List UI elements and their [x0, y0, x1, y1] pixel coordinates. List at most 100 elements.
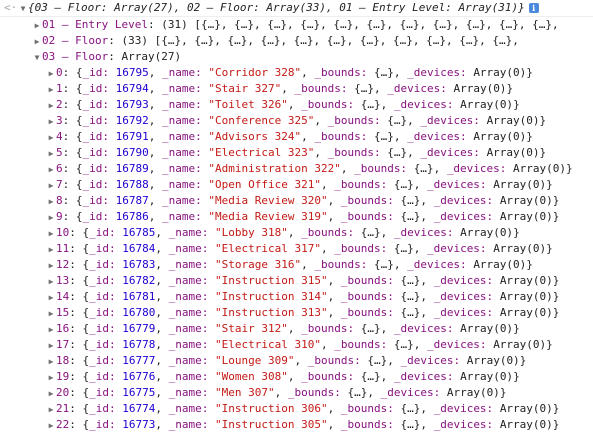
id-value: 16793: [115, 98, 149, 111]
devices-key: _devices:: [426, 338, 487, 351]
expand-triangle-right-icon[interactable]: ▶: [48, 421, 54, 430]
expand-triangle-down-icon[interactable]: ▼: [34, 53, 40, 62]
expand-triangle-right-icon[interactable]: ▶: [48, 117, 54, 126]
list-item-9[interactable]: ▶9: {_id: 16786, _name: "Media Review 31…: [0, 209, 593, 225]
list-item-0[interactable]: ▶0: {_id: 16795, _name: "Corridor 328", …: [0, 65, 593, 81]
list-item-21[interactable]: ▶21: {_id: 16774, _name: "Instruction 30…: [0, 401, 593, 417]
devices-value: Array(0): [486, 114, 540, 127]
id-value: 16776: [122, 370, 156, 383]
expand-triangle-right-icon[interactable]: ▶: [48, 101, 54, 110]
id-key: _id:: [89, 370, 116, 383]
expand-triangle-right-icon[interactable]: ▶: [48, 325, 54, 334]
expand-triangle-right-icon[interactable]: ▶: [48, 69, 54, 78]
name-key: _name:: [168, 290, 209, 303]
name-value: "Women 308": [215, 370, 288, 383]
name-key: _name:: [168, 226, 209, 239]
name-value: "Electrical 323": [208, 146, 315, 159]
name-key: _name:: [162, 210, 202, 223]
bounds-value: {…}: [360, 370, 381, 383]
list-item-5[interactable]: ▶5: {_id: 16790, _name: "Electrical 323"…: [0, 145, 593, 161]
list-item-14[interactable]: ▶14: {_id: 16781, _name: "Instruction 31…: [0, 289, 593, 305]
expand-triangle-right-icon[interactable]: ▶: [48, 197, 54, 206]
expand-triangle-right-icon[interactable]: ▶: [48, 229, 54, 238]
entry-index: 13: [56, 274, 70, 287]
list-item-19[interactable]: ▶19: {_id: 16776, _name: "Women 308", _b…: [0, 369, 593, 385]
expand-triangle-right-icon[interactable]: ▶: [48, 341, 54, 350]
bounds-key: _bounds:: [340, 274, 394, 287]
id-value: 16792: [115, 114, 149, 127]
bounds-value: {…}: [393, 178, 414, 191]
expand-triangle-right-icon[interactable]: ▶: [48, 357, 54, 366]
list-item-10[interactable]: ▶10: {_id: 16785, _name: "Lobby 318", _b…: [0, 225, 593, 241]
name-key: _name:: [168, 322, 209, 335]
expand-triangle-right-icon[interactable]: ▶: [48, 133, 54, 142]
list-item-12[interactable]: ▶12: {_id: 16783, _name: "Storage 316", …: [0, 257, 593, 273]
list-item-20[interactable]: ▶20: {_id: 16775, _name: "Men 307", _bou…: [0, 385, 593, 401]
list-item-4[interactable]: ▶4: {_id: 16791, _name: "Advisors 324", …: [0, 129, 593, 145]
console-result-summary[interactable]: <· ▼{03 – Floor: Array(27), 02 – Floor: …: [0, 0, 593, 17]
list-item-22[interactable]: ▶22: {_id: 16773, _name: "Instruction 30…: [0, 417, 593, 433]
expand-triangle-right-icon[interactable]: ▶: [48, 149, 54, 158]
expand-triangle-down-icon[interactable]: ▼: [20, 4, 26, 13]
entry-index: 20: [56, 386, 70, 399]
expand-triangle-right-icon[interactable]: ▶: [48, 293, 54, 302]
list-item-13[interactable]: ▶13: {_id: 16782, _name: "Instruction 31…: [0, 273, 593, 289]
list-item-8[interactable]: ▶8: {_id: 16787, _name: "Media Review 32…: [0, 193, 593, 209]
bounds-value: {…}: [354, 82, 374, 95]
tree-group-02[interactable]: ▶02 – Floor: (33) [{…}, {…}, {…}, {…}, {…: [0, 33, 593, 49]
name-value: "Corridor 328": [208, 66, 302, 79]
devices-key: _devices:: [433, 274, 494, 287]
devices-key: _devices:: [380, 386, 441, 399]
entry-index: 8: [56, 194, 63, 207]
bounds-key: _bounds:: [334, 338, 388, 351]
list-item-1[interactable]: ▶1: {_id: 16794, _name: "Stair 327", _bo…: [0, 81, 593, 97]
list-item-7[interactable]: ▶7: {_id: 16788, _name: "Open Office 321…: [0, 177, 593, 193]
name-key: _name:: [162, 98, 202, 111]
devices-key: _devices:: [433, 290, 494, 303]
list-item-3[interactable]: ▶3: {_id: 16792, _name: "Conference 325"…: [0, 113, 593, 129]
expand-triangle-right-icon[interactable]: ▶: [48, 309, 54, 318]
expand-triangle-right-icon[interactable]: ▶: [48, 245, 54, 254]
id-key: _id:: [82, 162, 110, 175]
group-key: 03 – Floor: [42, 50, 109, 63]
id-key: _id:: [82, 210, 110, 223]
expand-triangle-right-icon[interactable]: ▶: [48, 405, 54, 414]
expand-triangle-right-icon[interactable]: ▶: [48, 277, 54, 286]
bounds-key: _bounds:: [340, 402, 394, 415]
devices-value: Array(0): [499, 274, 553, 287]
list-item-17[interactable]: ▶17: {_id: 16778, _name: "Electrical 310…: [0, 337, 593, 353]
devices-key: _devices:: [420, 114, 480, 127]
devices-key: _devices:: [393, 322, 454, 335]
list-item-6[interactable]: ▶6: {_id: 16789, _name: "Administration …: [0, 161, 593, 177]
bounds-key: _bounds:: [327, 114, 381, 127]
expand-triangle-right-icon[interactable]: ▶: [48, 213, 54, 222]
list-item-18[interactable]: ▶18: {_id: 16777, _name: "Lounge 309", _…: [0, 353, 593, 369]
id-key: _id:: [89, 386, 116, 399]
expand-triangle-right-icon[interactable]: ▶: [48, 373, 54, 382]
tree-group-01[interactable]: ▶01 – Entry Level: (31) [{…}, {…}, {…}, …: [0, 17, 593, 33]
id-value: 16795: [115, 66, 149, 79]
devices-key: _devices:: [407, 66, 467, 79]
bounds-value: {…}: [360, 226, 381, 239]
tree-group-03[interactable]: ▼03 – Floor: Array(27): [0, 49, 593, 65]
info-icon[interactable]: i: [528, 3, 539, 13]
entry-index: 3: [56, 114, 63, 127]
list-item-2[interactable]: ▶2: {_id: 16793, _name: "Toilet 326", _b…: [0, 97, 593, 113]
id-key: _id:: [89, 274, 116, 287]
expand-triangle-right-icon[interactable]: ▶: [34, 37, 40, 46]
name-key: _name:: [168, 274, 209, 287]
expand-triangle-right-icon[interactable]: ▶: [48, 85, 54, 94]
group-preview: [{…}, {…}, {…}, {…}, {…}, {…}, {…}, {…},…: [154, 34, 519, 47]
expand-triangle-right-icon[interactable]: ▶: [34, 21, 40, 30]
expand-triangle-right-icon[interactable]: ▶: [48, 165, 54, 174]
expand-triangle-right-icon[interactable]: ▶: [48, 261, 54, 270]
expand-triangle-right-icon[interactable]: ▶: [48, 389, 54, 398]
entry-index: 15: [56, 306, 70, 319]
list-item-11[interactable]: ▶11: {_id: 16784, _name: "Electrical 317…: [0, 241, 593, 257]
list-item-15[interactable]: ▶15: {_id: 16780, _name: "Instruction 31…: [0, 305, 593, 321]
name-key: _name:: [162, 146, 202, 159]
list-item-16[interactable]: ▶16: {_id: 16779, _name: "Stair 312", _b…: [0, 321, 593, 337]
expand-triangle-right-icon[interactable]: ▶: [48, 181, 54, 190]
id-key: _id:: [82, 146, 110, 159]
name-value: "Instruction 313": [215, 306, 328, 319]
